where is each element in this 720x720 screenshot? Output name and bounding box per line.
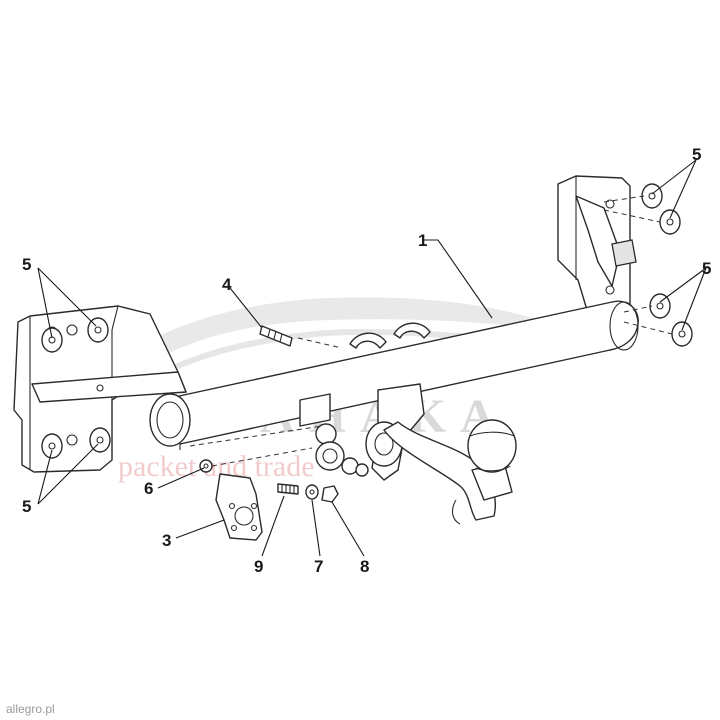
nut-8: [321, 485, 339, 503]
callout-numbers: 1 4 5 5 5 5 6 3 9 7 8: [22, 145, 711, 576]
callout-6: 6: [144, 479, 153, 498]
socket-plate: [215, 473, 263, 541]
callout-5-top-left: 5: [22, 255, 31, 274]
callout-5-bottom-right: 5: [702, 259, 711, 278]
watermark-subtitle: packet and trade: [118, 450, 315, 483]
car-silhouette-logo: [120, 297, 548, 370]
callout-7: 7: [314, 557, 323, 576]
callout-4: 4: [222, 275, 232, 294]
spring-9: [277, 483, 299, 495]
callout-5-bottom-left: 5: [22, 497, 31, 516]
callout-9: 9: [254, 557, 263, 576]
callout-8: 8: [360, 557, 369, 576]
leader-lines: [37, 159, 707, 557]
main-cross-tube: [149, 300, 639, 450]
alignment-lines: [189, 195, 673, 467]
tow-ball-assembly: [383, 419, 517, 525]
image-credit: allegro.pl: [6, 702, 55, 716]
callout-3: 3: [162, 531, 171, 550]
small-hardware: [199, 325, 339, 503]
washer-6: [199, 459, 213, 473]
washer-7: [305, 484, 319, 500]
callout-5-top-right: 5: [692, 145, 701, 164]
callout-1: 1: [418, 231, 427, 250]
